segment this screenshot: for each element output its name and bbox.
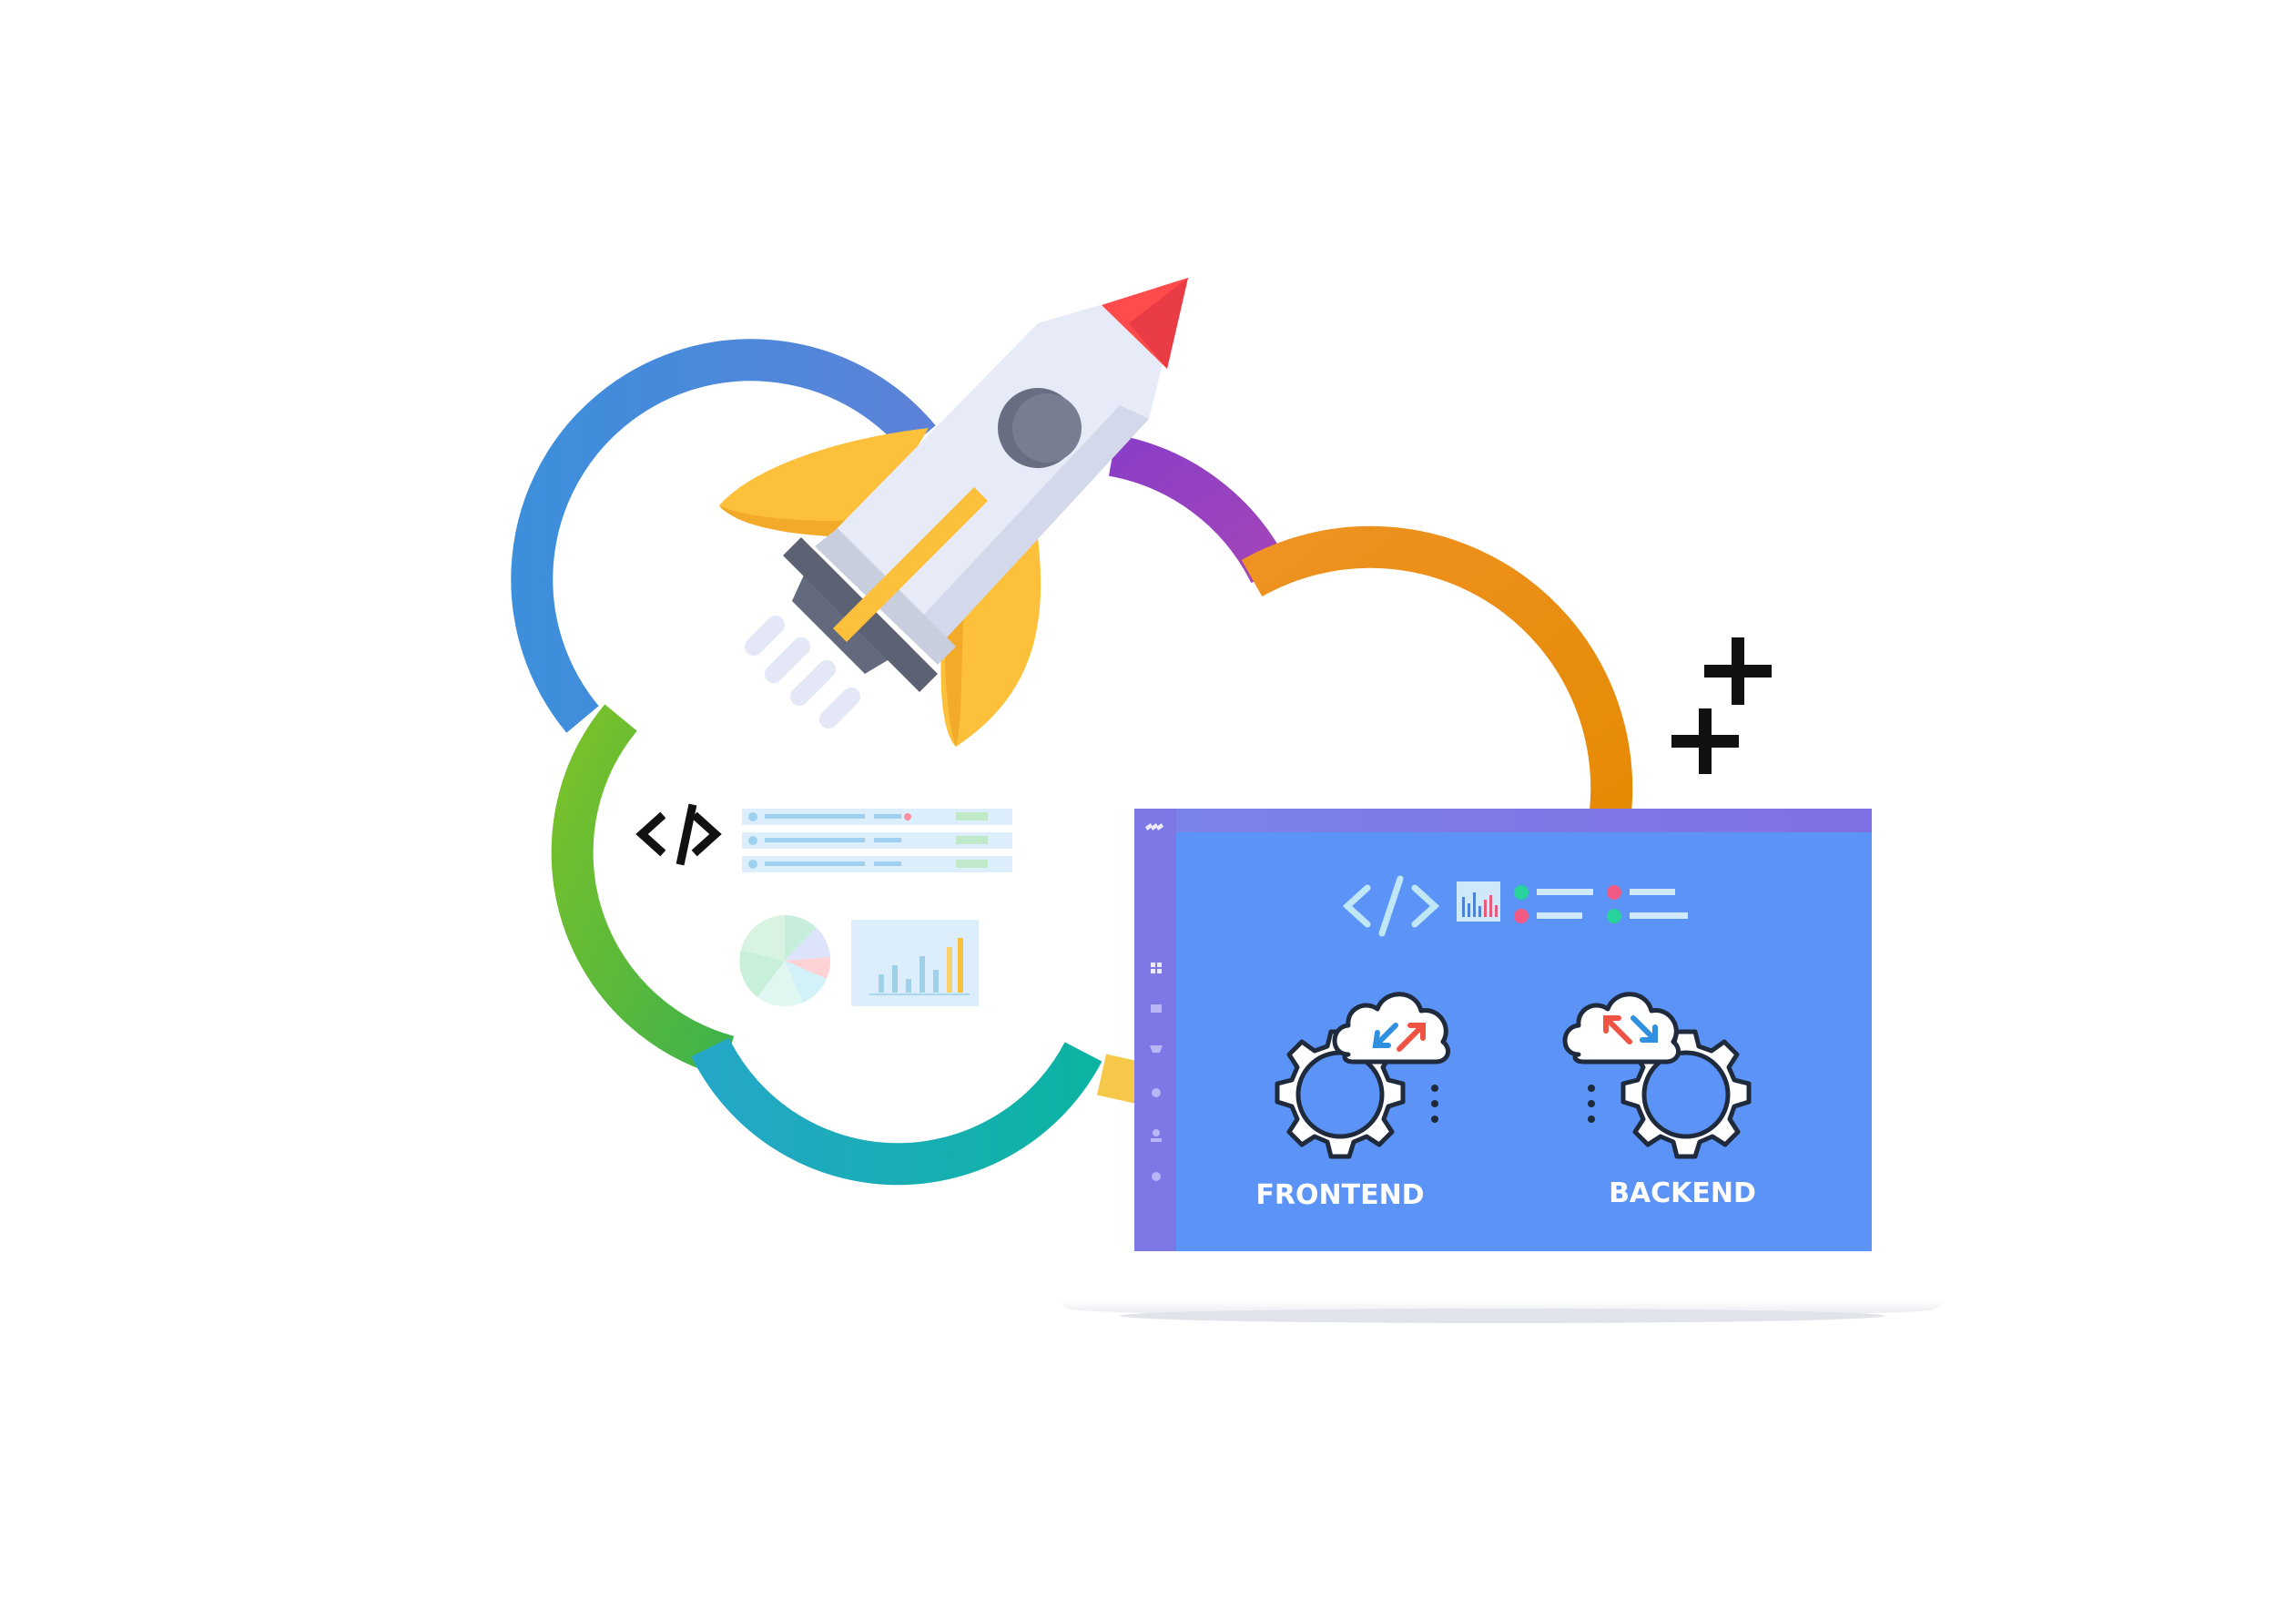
cloud-outline <box>511 339 1633 1186</box>
plus-icon <box>1704 637 1772 705</box>
rocket-icon <box>719 278 1188 747</box>
plus-icon <box>1671 708 1739 774</box>
cloud-sync-icon <box>1332 992 1451 1065</box>
laptop: FRONTEND BACKEND <box>1056 809 1948 1323</box>
code-icon <box>635 803 722 866</box>
ellipsis-icon <box>1431 1085 1438 1123</box>
backend-label: BACKEND <box>1609 1177 1756 1209</box>
screen-code-icon <box>1342 875 1440 937</box>
mini-list <box>742 809 1012 872</box>
frontend-label: FRONTEND <box>1255 1179 1424 1211</box>
laptop-sidebar <box>1134 809 1176 1251</box>
ellipsis-icon <box>1588 1085 1595 1123</box>
screen-legend <box>1514 885 1688 923</box>
screen-bar-chart-icon <box>1457 881 1500 922</box>
bar-chart-icon <box>851 920 979 1006</box>
pie-chart-icon <box>739 914 831 1007</box>
laptop-screen <box>1134 809 1872 1251</box>
cloud-sync-icon <box>1562 992 1681 1065</box>
